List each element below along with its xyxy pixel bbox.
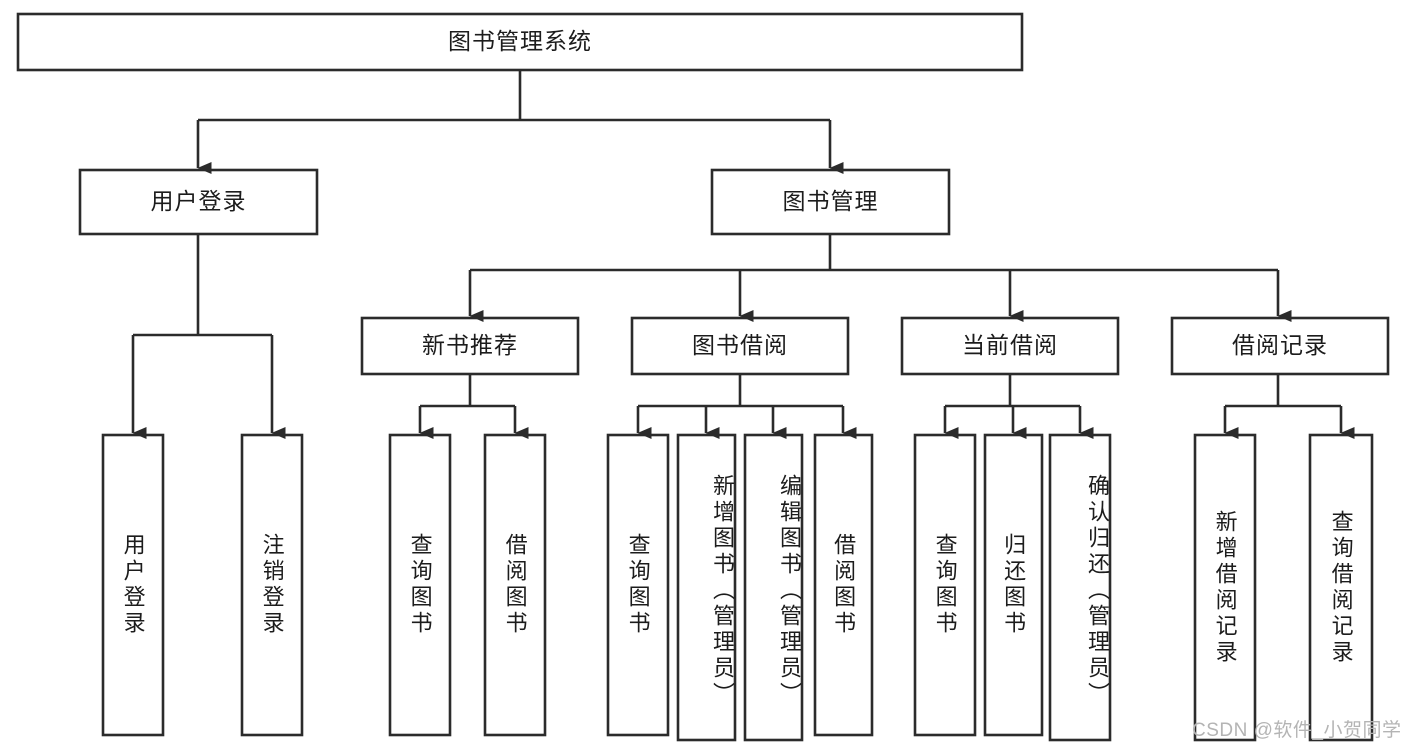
- node-box-user-login[interactable]: [78, 168, 319, 236]
- node-box-leaf-9[interactable]: [983, 433, 1044, 737]
- node-box-leaf-3[interactable]: [483, 433, 547, 737]
- node-box-book-manage[interactable]: [710, 168, 951, 236]
- node-box-leaf-7[interactable]: [813, 433, 874, 737]
- node-box-root[interactable]: [16, 12, 1024, 72]
- node-box-leaf-4[interactable]: [606, 433, 670, 737]
- node-box-leaf-1[interactable]: [240, 433, 304, 737]
- node-box-book-borrow[interactable]: [630, 316, 850, 376]
- node-box-borrow-record[interactable]: [1170, 316, 1390, 376]
- node-box-leaf-10[interactable]: [1048, 433, 1112, 742]
- node-box-new-book-recommend[interactable]: [360, 316, 580, 376]
- node-box-leaf-12[interactable]: [1308, 433, 1374, 742]
- node-box-current-borrow[interactable]: [900, 316, 1120, 376]
- node-box-leaf-5[interactable]: [676, 433, 737, 742]
- node-box-leaf-8[interactable]: [913, 433, 977, 737]
- node-box-leaf-0[interactable]: [101, 433, 165, 737]
- node-box-leaf-6[interactable]: [743, 433, 804, 742]
- node-box-leaf-2[interactable]: [388, 433, 452, 737]
- watermark: CSDN @软件_小贺同学: [1192, 720, 1402, 741]
- node-box-leaf-11[interactable]: [1193, 433, 1257, 742]
